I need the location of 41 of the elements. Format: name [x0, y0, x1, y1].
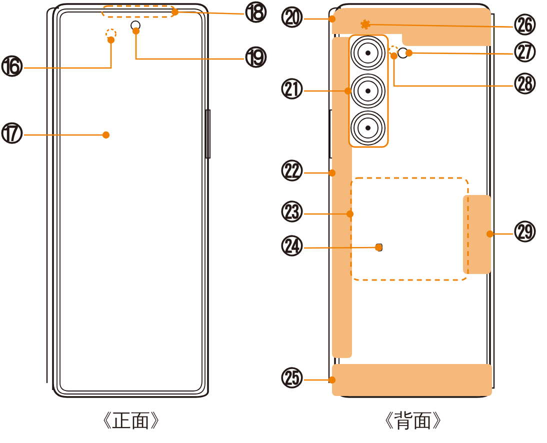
callout-number: ㉗	[513, 42, 537, 66]
callout-number: ㉘	[513, 74, 537, 98]
nfc-mark	[376, 244, 382, 251]
leader-line	[304, 210, 354, 218]
camera-cluster	[348, 34, 389, 148]
callout-number: ㉔	[280, 236, 304, 260]
antenna-area	[332, 37, 352, 358]
leader-line	[304, 169, 336, 177]
leader-line	[24, 36, 115, 69]
leader-line	[390, 52, 513, 87]
view-caption: 《背面》	[375, 409, 451, 434]
leader-line	[405, 49, 513, 57]
leader-line	[304, 15, 336, 23]
leader-line	[132, 27, 244, 60]
callout-number: ⑯	[0, 56, 24, 80]
microphone-mark	[105, 28, 117, 40]
callout-number: ㉒	[280, 161, 304, 185]
callout-number: ㉙	[513, 222, 537, 246]
callout-number: ⑱	[244, 2, 268, 26]
leader-line	[304, 376, 336, 384]
callout-number: ㉑	[280, 79, 304, 103]
callout-number: ⑰	[0, 123, 24, 147]
view-caption: 《正面》	[93, 409, 169, 434]
receiver-area	[101, 5, 176, 18]
antenna-area	[332, 7, 492, 47]
microphone-mark	[361, 20, 370, 29]
sensor-mark	[388, 45, 399, 56]
leader-line	[362, 20, 514, 28]
leader-line	[304, 87, 352, 95]
antenna-area	[463, 195, 491, 274]
callout-number: ㉖	[513, 15, 537, 39]
callout-number: ⑲	[244, 47, 268, 71]
leader-line	[304, 244, 382, 252]
callout-number: ㉕	[280, 368, 304, 392]
antenna-area	[332, 364, 492, 396]
leader-line	[486, 230, 513, 238]
callout-number: ㉓	[280, 202, 304, 226]
leader-line	[171, 8, 244, 16]
callout-number: ⑳	[280, 7, 304, 31]
nfc-area	[350, 177, 469, 281]
leader-line	[24, 131, 110, 139]
